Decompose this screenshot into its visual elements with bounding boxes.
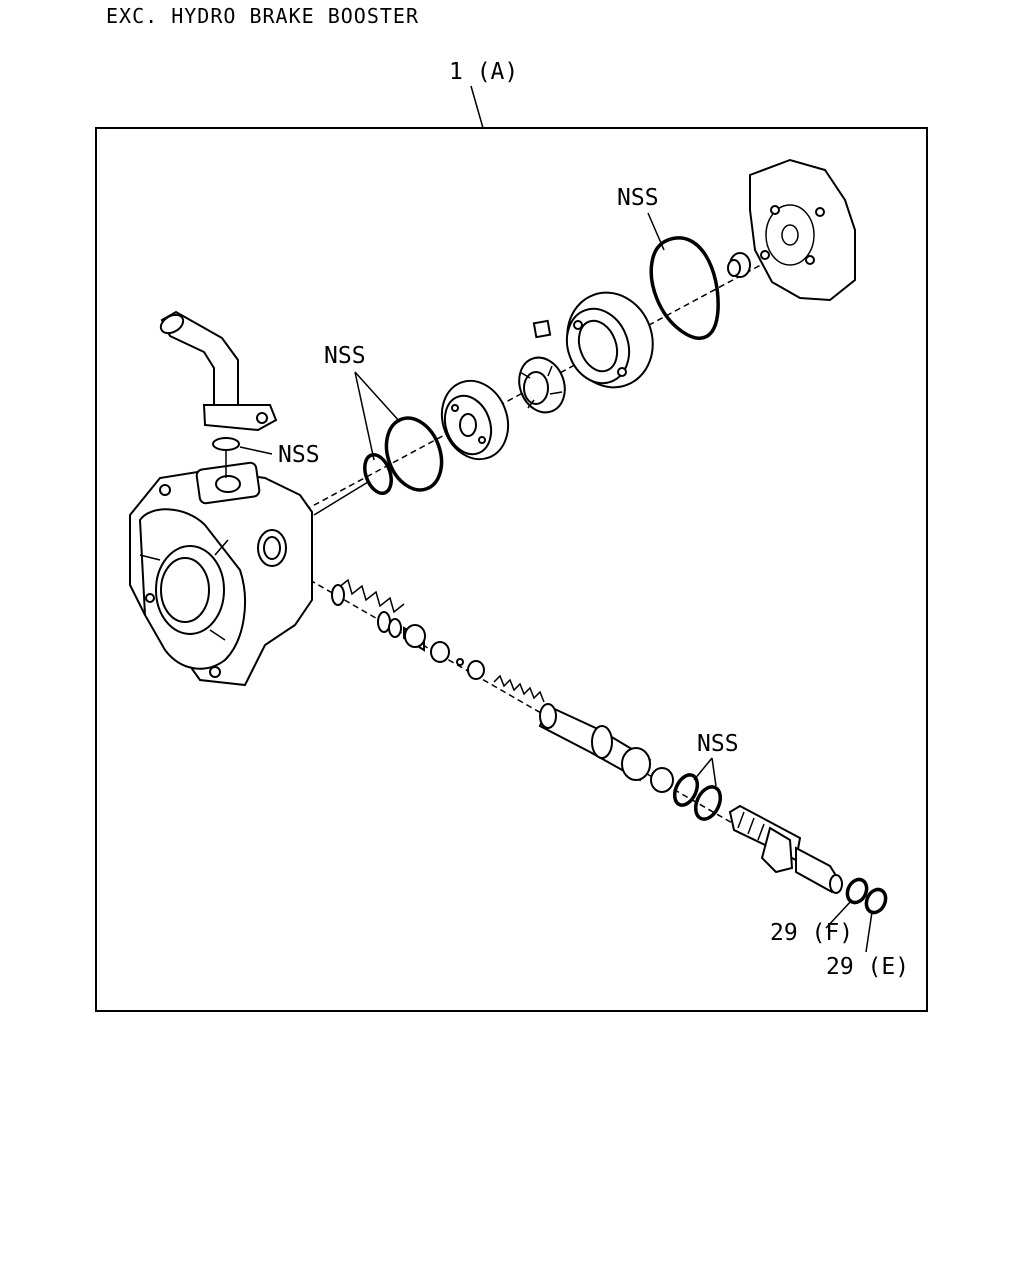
valve-plunger (403, 624, 426, 652)
cover-gasket (649, 236, 720, 340)
valve-bushing (430, 641, 450, 663)
leader-pipe-o-ring (239, 446, 273, 455)
dowel-pin (727, 252, 751, 278)
callout-nss-upper-left: NSS (324, 343, 366, 369)
pump-housing (129, 461, 313, 687)
vane (532, 319, 552, 339)
callout-29f: 29 (F) (770, 920, 853, 946)
assembly-frame (95, 127, 928, 1012)
check-ball (456, 658, 464, 666)
ball-seat (467, 660, 485, 680)
valve-spring-small (493, 674, 545, 703)
leader-nss-large-ring (354, 371, 401, 423)
callout-nss-lower: NSS (697, 731, 739, 757)
o-ring-29e (864, 887, 888, 915)
valve-seat (388, 618, 402, 638)
rotor (518, 356, 566, 414)
cam-ring (565, 291, 654, 389)
diagram-title: EXC. HYDRO BRAKE BOOSTER (106, 4, 419, 28)
callout-nss-top: NSS (617, 185, 659, 211)
nss-o-ring-lower-1 (672, 773, 700, 807)
end-cover (749, 158, 856, 302)
outlet-pipe (159, 310, 278, 432)
nss-o-ring-large (384, 416, 444, 492)
leader-housing (313, 481, 369, 516)
nss-o-ring-lower-2 (693, 785, 723, 821)
nss-o-ring-small (363, 453, 393, 495)
callout-assembly: 1 (A) (449, 59, 518, 85)
leader-assembly (470, 85, 484, 129)
pipe-o-ring (212, 437, 240, 451)
callout-29e: 29 (E) (826, 954, 909, 980)
leader-29f (825, 899, 853, 929)
side-plate (440, 379, 510, 461)
union-connector (728, 804, 843, 894)
valve-spacer (650, 767, 674, 793)
o-ring-29f (845, 877, 869, 905)
leader-29e (865, 911, 873, 953)
leader-nss-lower-2 (711, 757, 717, 787)
flow-control-valve (538, 703, 652, 782)
callout-nss-small-ring: NSS (278, 442, 320, 468)
leader-nss-small-ring (354, 371, 375, 461)
leader-nss-lower-1 (693, 757, 713, 781)
